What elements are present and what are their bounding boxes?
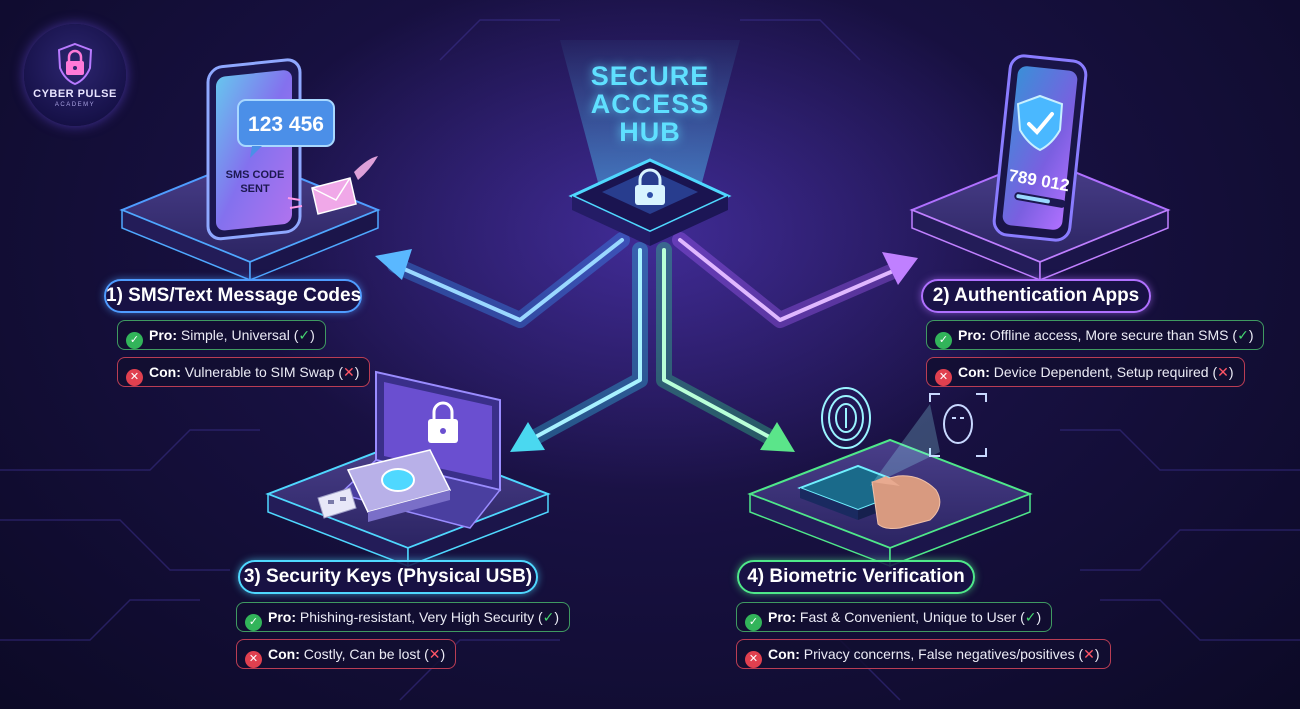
- sms-caption-line2: SENT: [240, 183, 270, 195]
- arrow-head-sms: [375, 249, 412, 280]
- con-text: Device Dependent, Setup required (: [993, 364, 1218, 380]
- con-close: ): [354, 364, 360, 380]
- arrow-head-biometric: [760, 422, 795, 452]
- cross-mark: ✕: [428, 646, 441, 662]
- usb-key-icon: [317, 449, 452, 522]
- pro-close: ): [554, 609, 560, 625]
- check-mark: ✓: [542, 609, 555, 625]
- cross-icon: ✕: [126, 369, 143, 386]
- biometric-pro-pill: ✓ Pro: Fast & Convenient, Unique to User …: [736, 602, 1053, 632]
- pro-text: Simple, Universal (: [180, 327, 299, 343]
- con-close: ): [1228, 364, 1234, 380]
- con-text: Costly, Can be lost (: [303, 646, 429, 662]
- cross-mark: ✕: [343, 364, 355, 380]
- con-text: Vulnerable to SIM Swap (: [184, 364, 344, 380]
- hub-title-line-1: SECURE: [590, 61, 710, 91]
- method-title-auth-app: 2) Authentication Apps: [921, 279, 1151, 313]
- platform-biometric: [747, 438, 1033, 568]
- check-mark: ✓: [1024, 609, 1037, 625]
- pro-label: Pro:: [268, 609, 296, 625]
- pro-close: ): [1248, 327, 1254, 343]
- security-key-con-pill: ✕Con: Costly, Can be lost (✕): [236, 639, 457, 669]
- hub-light-beam: [560, 40, 740, 190]
- envelope-icon: [287, 156, 378, 215]
- sms-code-bubble: 123 456: [237, 99, 335, 158]
- sms-caption-line1: SMS CODE: [226, 169, 285, 181]
- cyber-pulse-logo: CYBER PULSE ACADEMY: [24, 24, 126, 126]
- arrow-head-auth-app: [882, 252, 918, 285]
- biometric-con-pill: ✕ Con: Privacy concerns, False negatives/…: [736, 639, 1111, 669]
- arrow-head-security-key: [510, 422, 545, 452]
- sms-phone-illustration: 123 456 SMS CODE SENT: [206, 58, 378, 241]
- con-label: Con:: [149, 364, 181, 380]
- auth-app-phone-illustration: 789 012: [992, 54, 1088, 242]
- auth-app-con-pill: ✕ Con: Device Dependent, Setup required (…: [926, 357, 1245, 387]
- pro-text: Fast & Convenient, Unique to User (: [799, 609, 1025, 625]
- cross-icon: ✕: [245, 651, 262, 668]
- hub-title-line-3: HUB: [619, 117, 681, 147]
- check-icon: ✓: [935, 332, 952, 349]
- con-label: Con:: [268, 646, 300, 662]
- security-key-illustration: [317, 370, 502, 529]
- check-mark: ✓: [298, 327, 311, 343]
- hub-platform: [568, 158, 732, 246]
- pro-label: Pro:: [149, 327, 177, 343]
- security-key-pro-pill: ✓ Pro: Phishing-resistant, Very High Secu…: [236, 602, 571, 632]
- sms-code-text: 123 456: [248, 113, 324, 136]
- check-icon: ✓: [745, 614, 762, 631]
- con-label: Con:: [958, 364, 990, 380]
- pro-label: Pro:: [768, 609, 796, 625]
- con-text: Privacy concerns, False negatives/positi…: [803, 646, 1084, 662]
- sms-con-pill: ✕Con: Vulnerable to SIM Swap (✕): [117, 357, 371, 387]
- cross-icon: ✕: [935, 369, 952, 386]
- pro-text: Offline access, More secure than SMS (: [989, 327, 1238, 343]
- check-icon: ✓: [126, 332, 143, 349]
- pro-close: ): [310, 327, 315, 343]
- check-mark: ✓: [1237, 327, 1249, 343]
- method-title-security-key: 3) Security Keys (Physical USB): [238, 560, 538, 594]
- hub-lock-icon: [635, 168, 665, 205]
- hand-icon: [871, 475, 941, 529]
- logo-name: CYBER PULSE: [33, 88, 117, 100]
- fingerprint-icon: [821, 387, 871, 449]
- method-title-sms: 1) SMS/Text Message Codes: [104, 279, 362, 313]
- laptop-lock-icon: [428, 401, 458, 443]
- check-icon: ✓: [245, 614, 262, 631]
- cross-mark: ✕: [1217, 364, 1229, 380]
- face-scan-icon: [929, 393, 987, 457]
- connector-arrows: [375, 232, 918, 452]
- pro-close: ): [1036, 609, 1042, 625]
- pro-label: Pro:: [958, 327, 986, 343]
- biometric-illustration: [797, 387, 987, 529]
- con-close: ): [1094, 646, 1100, 662]
- logo-subtitle: ACADEMY: [54, 102, 96, 108]
- hub-title-line-2: ACCESS: [590, 89, 710, 119]
- con-label: Con:: [768, 646, 800, 662]
- cross-icon: ✕: [745, 651, 762, 668]
- shield-check-icon: [1016, 94, 1064, 152]
- method-title-biometric: 4) Biometric Verification: [737, 560, 975, 594]
- pro-text: Phishing-resistant, Very High Security (: [299, 609, 543, 625]
- hub-title: SECURE ACCESS HUB: [560, 62, 740, 146]
- auth-app-pro-pill: ✓ Pro: Offline access, More secure than S…: [926, 320, 1265, 350]
- con-close: ): [440, 646, 446, 662]
- cross-mark: ✕: [1083, 646, 1095, 662]
- sms-pro-pill: ✓Pro: Simple, Universal (✓): [117, 320, 326, 350]
- logo-lock-icon: [57, 42, 93, 86]
